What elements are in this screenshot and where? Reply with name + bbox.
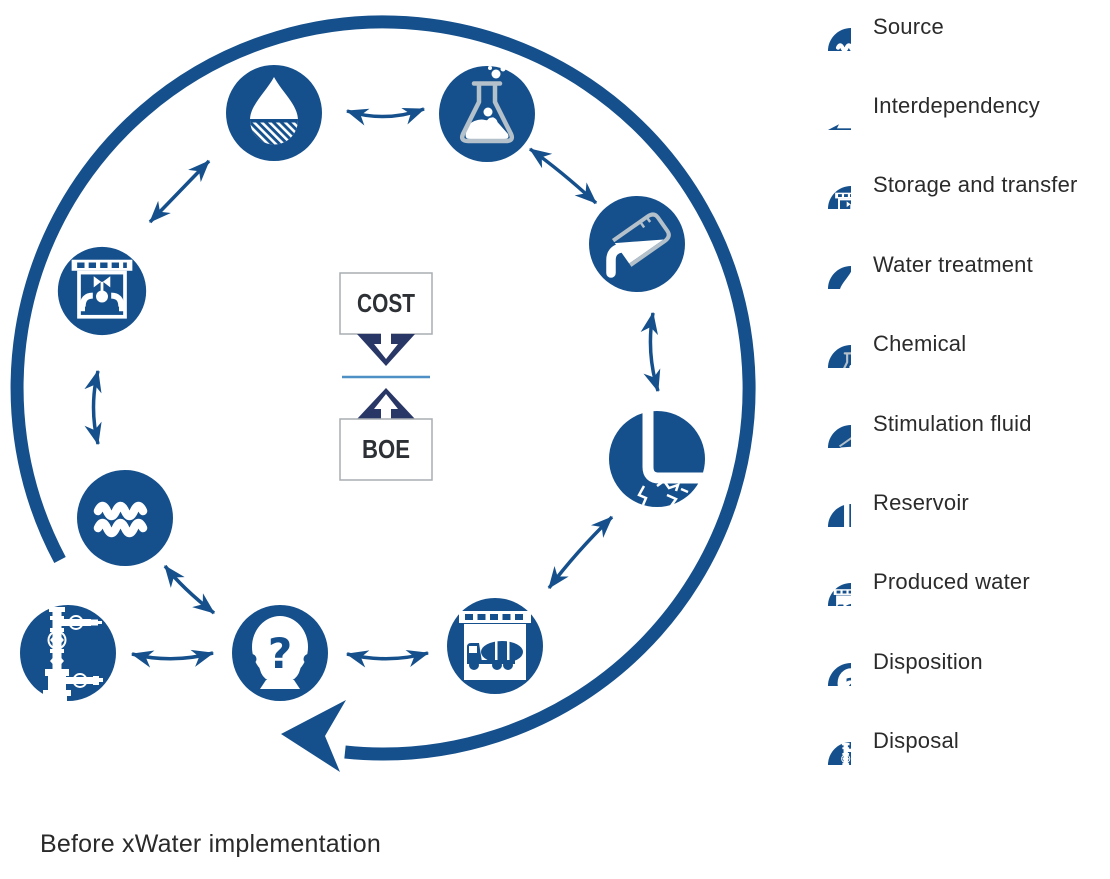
legend-row: Stimulation fluid — [803, 384, 1078, 463]
arrow-storage-water-treatment — [148, 159, 211, 224]
produced-water-icon — [803, 558, 851, 606]
arrow-water-treatment-chemical — [345, 107, 426, 126]
cost-label: COST — [357, 288, 415, 318]
legend-row: Produced water — [803, 543, 1078, 622]
node-reservoir — [609, 411, 705, 507]
legend-row: Water treatment — [803, 225, 1078, 304]
interdependency-icon — [803, 82, 851, 130]
legend-label: Interdependency — [873, 93, 1040, 119]
legend-label: Disposal — [873, 728, 959, 754]
chemical-icon — [803, 320, 851, 368]
node-stimulation-fluid — [589, 196, 685, 292]
water-cycle-diagram: ? — [10, 15, 756, 772]
legend-label: Source — [873, 13, 944, 39]
stimulation-fluid-icon — [803, 400, 851, 448]
legend: Source Interdependency Storage and trans… — [803, 0, 1078, 781]
legend-row: Chemical — [803, 305, 1078, 384]
legend-label: Water treatment — [873, 251, 1033, 277]
legend-label: Storage and transfer — [873, 172, 1078, 198]
legend-label: Disposition — [873, 648, 983, 674]
interdependency-arrows — [84, 107, 661, 668]
arrow-disposition-disposal — [130, 649, 215, 668]
arrow-stimulation-reservoir — [640, 311, 661, 393]
boe-box — [339, 418, 433, 481]
boe-label: BOE — [362, 434, 410, 464]
cost-box — [339, 272, 433, 335]
reservoir-icon — [803, 479, 851, 527]
arrow-reservoir-produced-water — [547, 515, 614, 590]
legend-label: Reservoir — [873, 490, 969, 516]
cycle-arrow — [10, 15, 756, 772]
legend-row: Reservoir — [803, 463, 1078, 542]
node-source — [77, 470, 173, 566]
water-treatment-icon — [803, 241, 851, 289]
node-disposition — [232, 605, 328, 701]
arrow-source-storage — [84, 369, 102, 446]
source-icon — [803, 3, 851, 51]
arrow-produced-water-disposition — [345, 650, 430, 668]
node-water-treatment — [226, 65, 322, 161]
caption: Before xWater implementation — [40, 830, 381, 858]
node-disposal — [19, 604, 117, 702]
legend-row: Disposal — [803, 702, 1078, 781]
cost-boe-indicator: COST BOE — [339, 272, 433, 481]
disposal-icon — [803, 717, 851, 765]
storage-icon — [803, 161, 851, 209]
node-storage — [58, 247, 146, 335]
legend-row: Source — [803, 0, 1078, 66]
node-produced-water — [447, 598, 543, 694]
legend-label: Produced water — [873, 569, 1030, 595]
node-chemical — [439, 66, 535, 162]
legend-row: Interdependency — [803, 66, 1078, 145]
arrow-chemical-stimulation — [528, 147, 598, 205]
disposition-icon — [803, 638, 851, 686]
legend-row: Storage and transfer — [803, 146, 1078, 225]
arrow-source-disposition — [163, 564, 216, 615]
legend-row: Disposition — [803, 622, 1078, 701]
legend-label: Chemical — [873, 331, 967, 357]
legend-label: Stimulation fluid — [873, 410, 1032, 436]
